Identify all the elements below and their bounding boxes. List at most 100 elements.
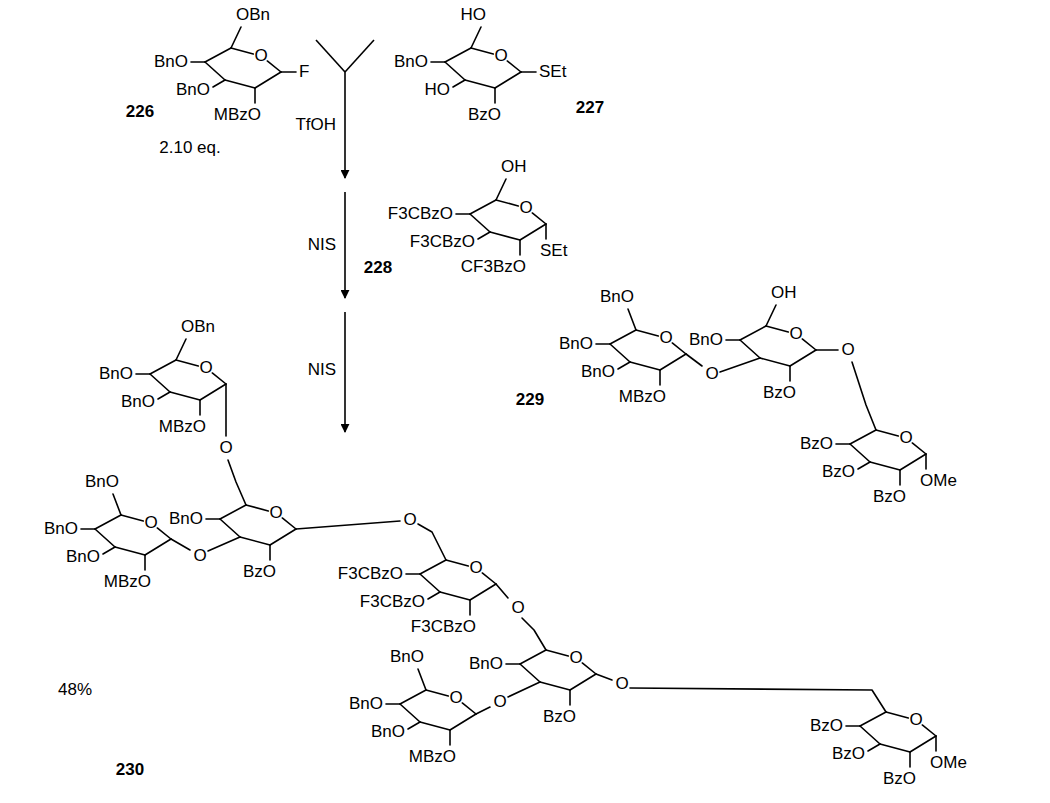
bond-line <box>231 48 253 54</box>
bond-line <box>420 722 450 730</box>
bond-line <box>158 392 170 399</box>
bond-line <box>909 752 911 767</box>
bond-line <box>532 213 546 224</box>
bond-line <box>507 61 521 72</box>
bond-line <box>876 430 898 436</box>
bond-line <box>81 528 95 530</box>
bond-line <box>205 62 225 80</box>
atom-label: O <box>219 438 232 458</box>
bond-line <box>630 688 886 712</box>
bond-line <box>868 744 880 751</box>
bond-line <box>470 214 490 232</box>
atom-label: CF3BzO <box>461 257 526 277</box>
bond-line <box>540 682 570 690</box>
bond-line <box>766 305 776 326</box>
bond-line <box>445 62 465 80</box>
bond-line <box>296 521 400 529</box>
bond-line <box>121 515 143 521</box>
bond-line <box>520 664 540 682</box>
atom-label: MBzO <box>104 572 151 592</box>
bond-line <box>386 703 400 705</box>
atom-label: BzO <box>832 744 865 764</box>
bond-line <box>418 524 446 560</box>
atom-label: HO <box>425 80 451 100</box>
atom-label: BzO <box>873 487 906 507</box>
bond-line <box>912 443 926 454</box>
atom-label: MBzO <box>159 417 206 437</box>
note-label: 2.10 eq. <box>159 138 220 158</box>
bond-line <box>546 650 568 656</box>
bond-line <box>858 462 870 469</box>
atom-label: SEt <box>539 62 566 82</box>
bond-line <box>880 744 910 752</box>
bond-line <box>418 669 426 690</box>
bond-line <box>496 200 518 206</box>
bond-line <box>506 663 520 665</box>
atom-label: MBzO <box>214 105 261 125</box>
bond-line <box>610 330 636 344</box>
bond-line <box>496 584 508 598</box>
bond-line <box>610 344 630 362</box>
bond-line <box>478 232 490 239</box>
atom-label: O <box>254 46 267 66</box>
bond-line <box>789 366 791 381</box>
reaction-arrow <box>344 192 346 298</box>
atom-label: O <box>199 358 212 378</box>
bond-line <box>426 690 448 696</box>
atom-label: O <box>519 198 532 218</box>
bond-line <box>860 712 886 726</box>
compound-number: 229 <box>516 390 544 410</box>
bond-line <box>191 61 205 63</box>
atom-label: BnO <box>99 364 133 384</box>
bond-line <box>115 547 145 555</box>
atom-label: F3CBzO <box>388 204 453 224</box>
atom-label: F3CBzO <box>360 592 425 612</box>
bond-line <box>802 339 816 350</box>
bond-line <box>570 674 596 690</box>
bond-line <box>935 736 937 751</box>
bond-line <box>508 682 540 697</box>
bond-line <box>886 712 908 718</box>
bond-line <box>225 80 255 88</box>
bond-line <box>157 528 171 539</box>
reagent-label: NIS <box>308 360 336 380</box>
atom-label: BzO <box>243 562 276 582</box>
bond-line <box>225 384 227 436</box>
bond-line <box>470 200 496 214</box>
bond-line <box>569 690 571 705</box>
bond-line <box>870 462 900 470</box>
atom-label: O <box>899 428 912 448</box>
atom-label: BzO <box>800 434 833 454</box>
bond-line <box>255 72 281 88</box>
bond-line <box>176 339 186 360</box>
atom-label: F3CBzO <box>411 617 476 637</box>
bond-line <box>596 343 610 345</box>
atom-label: BnO <box>176 80 210 100</box>
bond-line <box>490 232 520 240</box>
bond-line <box>282 518 296 529</box>
bond-line <box>408 722 420 729</box>
bond-line <box>469 600 471 615</box>
atom-label: BnO <box>600 287 634 307</box>
compound-number: 226 <box>126 102 154 122</box>
bond-line <box>450 714 476 730</box>
bond-line <box>482 573 496 584</box>
bond-line <box>145 539 171 555</box>
bond-line <box>220 505 246 519</box>
compound-number: 230 <box>116 760 144 780</box>
bond-line <box>200 384 226 400</box>
atom-label: F3CBzO <box>338 564 403 584</box>
bond-line <box>846 725 860 727</box>
bond-line <box>103 547 115 554</box>
atom-label: BzO <box>810 716 843 736</box>
bond-line <box>494 88 496 103</box>
bond-line <box>144 555 146 570</box>
atom-label: F <box>299 62 309 82</box>
atom-label: BnO <box>581 362 615 382</box>
bond-line <box>925 454 927 469</box>
atom-label: BnO <box>44 519 78 539</box>
atom-label: BzO <box>763 383 796 403</box>
bond-line <box>582 663 596 674</box>
atom-label: BnO <box>559 334 593 354</box>
bond-line <box>231 27 241 48</box>
